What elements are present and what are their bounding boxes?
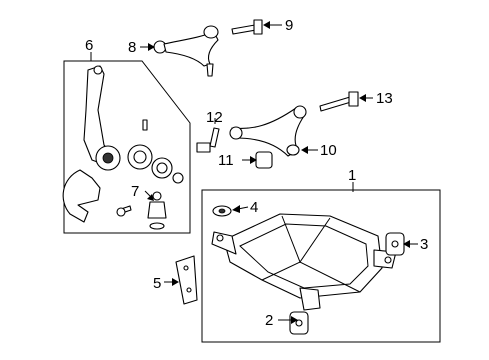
callout-13: 13 <box>376 90 393 107</box>
callout-10: 10 <box>320 142 337 159</box>
callout-8: 8 <box>128 39 136 56</box>
callout-2: 2 <box>265 312 273 329</box>
bracket-5 <box>175 255 198 305</box>
callout-1: 1 <box>348 167 356 184</box>
callout-7: 7 <box>131 183 139 200</box>
crossmember-group <box>201 189 441 343</box>
lower-control-arm <box>229 105 307 157</box>
upper-control-arm <box>153 25 219 77</box>
bushing-11 <box>255 151 273 169</box>
bolt-9 <box>231 19 263 35</box>
knuckle-assembly-group <box>62 60 191 234</box>
callout-4: 4 <box>250 199 258 216</box>
bolt-13 <box>319 91 359 112</box>
callout-3: 3 <box>420 236 428 253</box>
callout-5: 5 <box>153 275 161 292</box>
leader-lines <box>90 21 418 324</box>
bolt-12 <box>196 127 220 153</box>
callout-11: 11 <box>218 152 234 169</box>
callout-12: 12 <box>206 109 223 126</box>
callout-6: 6 <box>85 37 93 54</box>
callout-9: 9 <box>285 17 293 34</box>
